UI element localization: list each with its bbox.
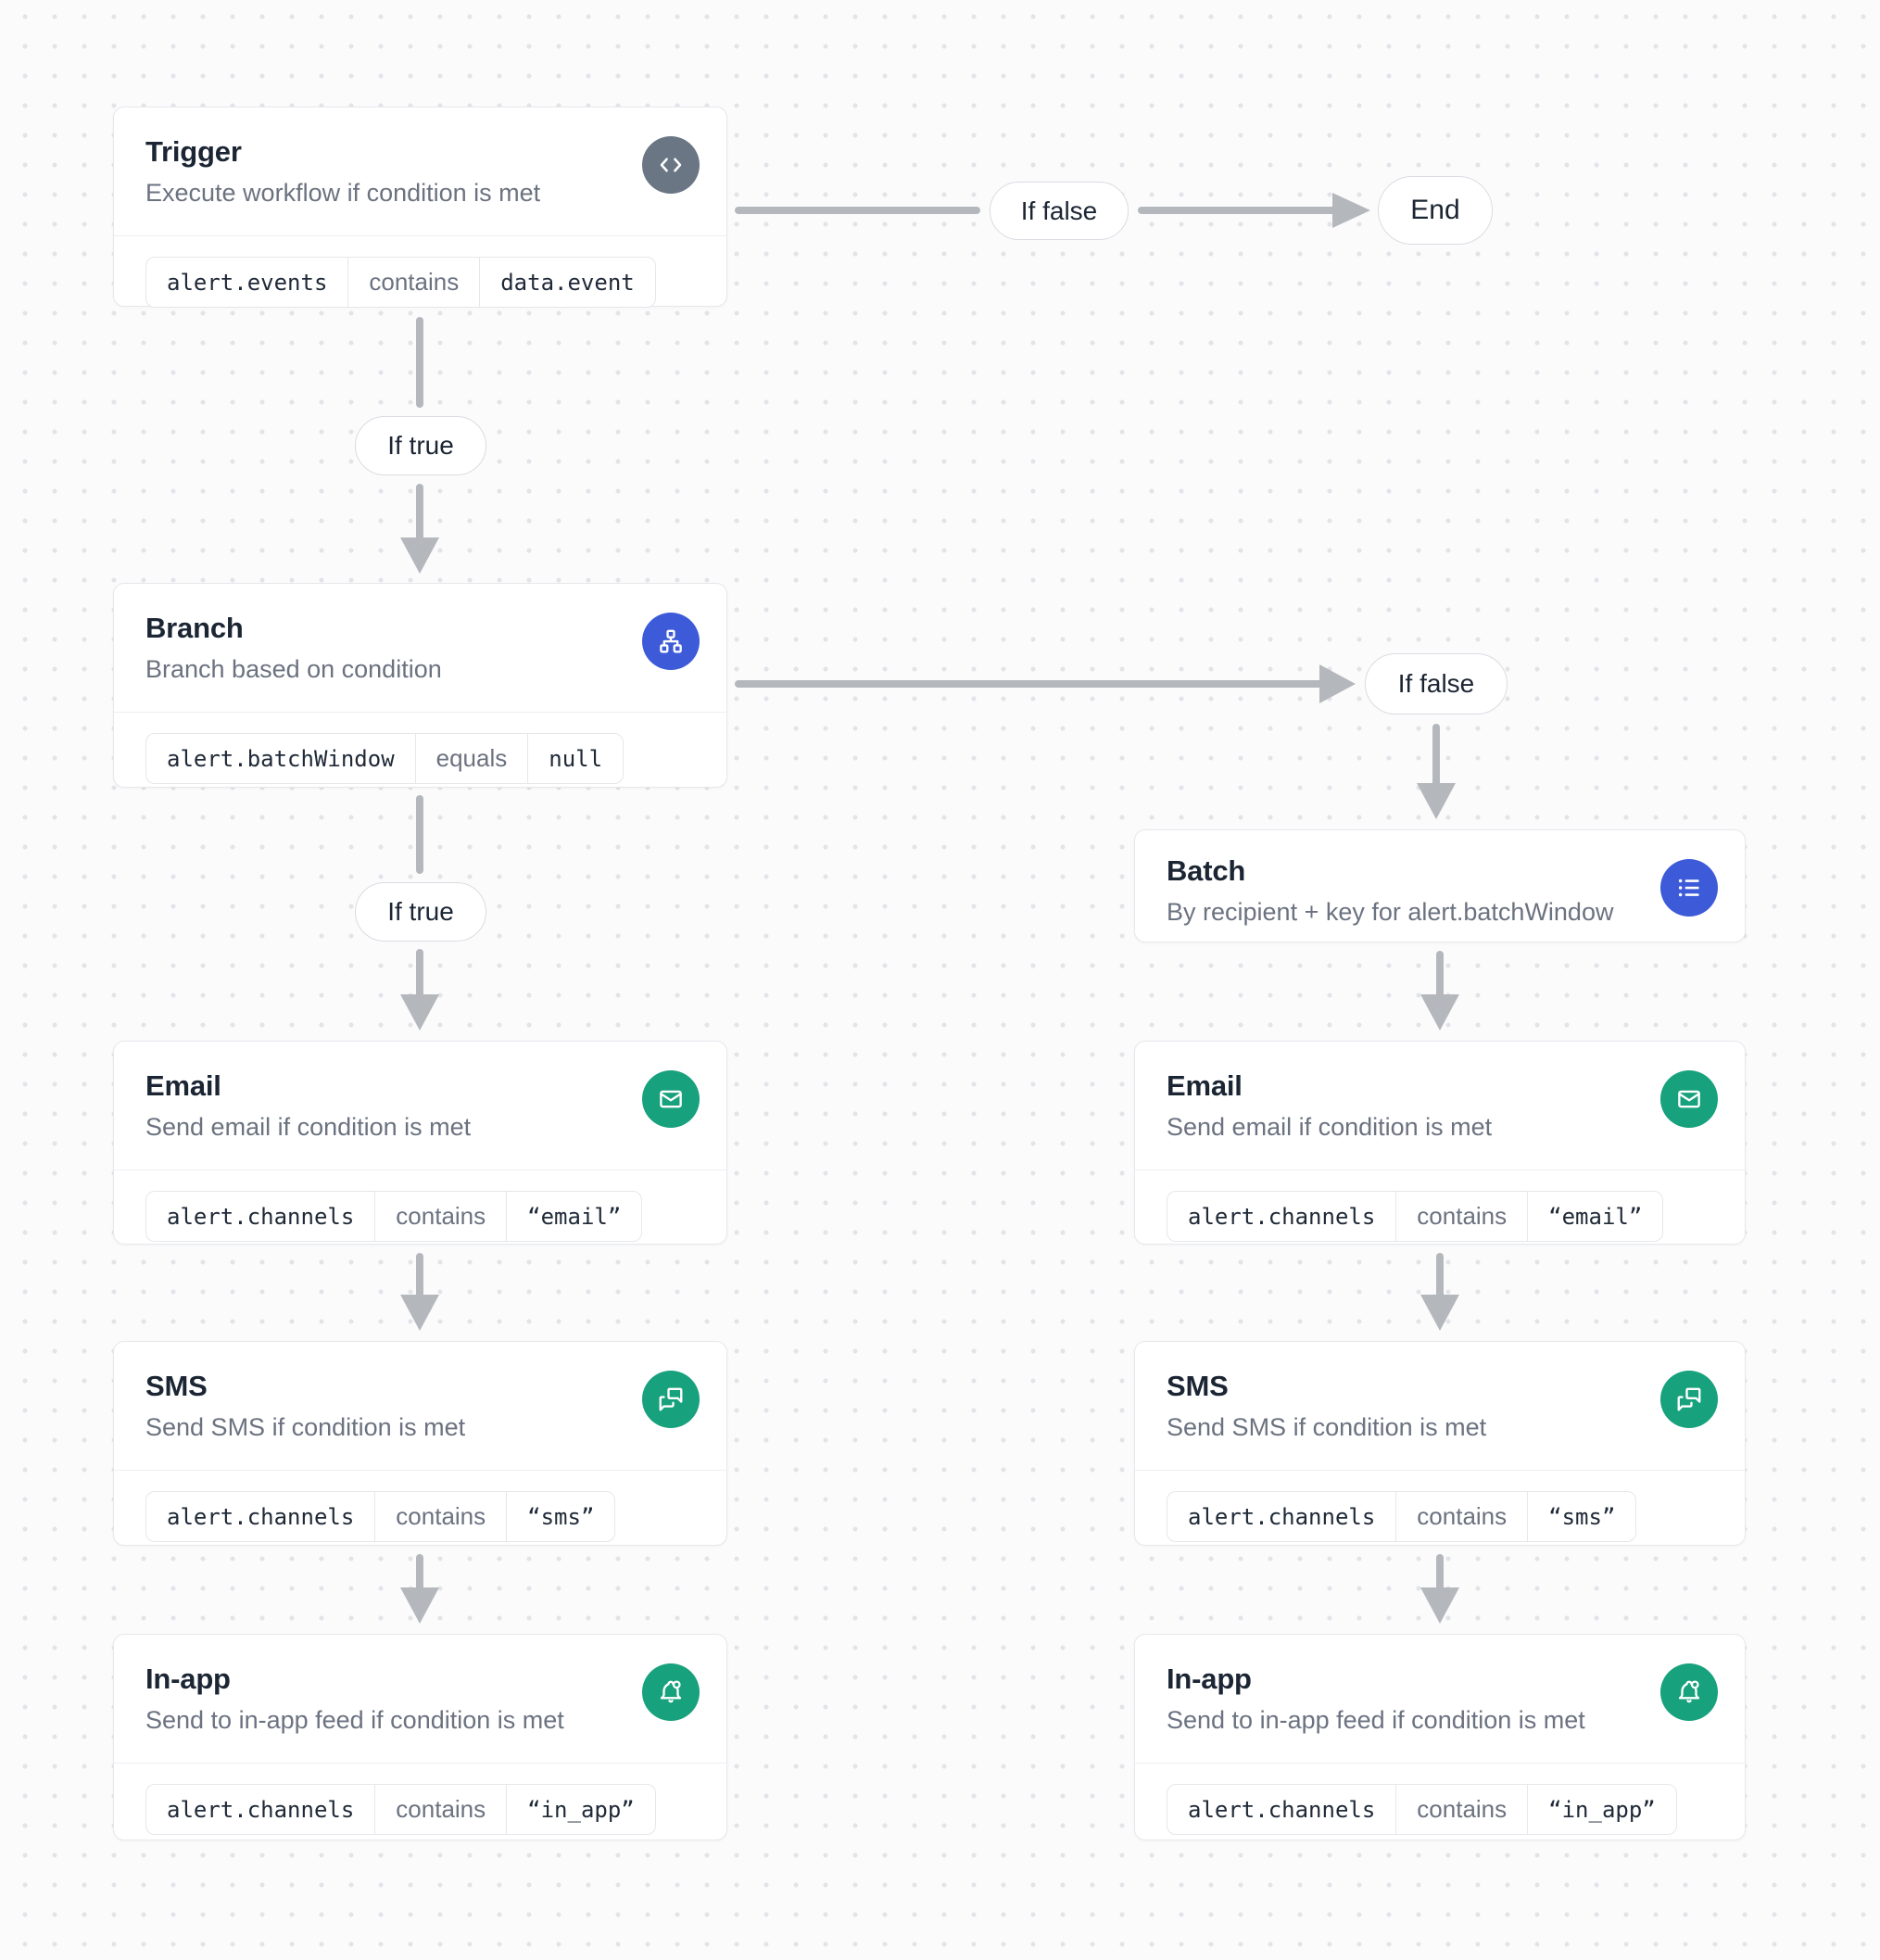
- node-trigger[interactable]: Trigger Execute workflow if condition is…: [113, 107, 727, 308]
- condition-value: data.event: [479, 258, 655, 307]
- edge-label-if-false-right: If false: [1365, 653, 1508, 714]
- condition-value: “sms”: [506, 1492, 614, 1541]
- edge-if-true-branch: [400, 484, 439, 574]
- edge-sms-inapp-right: [1420, 1554, 1459, 1624]
- condition-operator: contains: [1395, 1192, 1527, 1241]
- node-subtitle: Send SMS if condition is met: [145, 1413, 466, 1441]
- node-title: SMS: [1167, 1370, 1229, 1402]
- node-title: Branch: [145, 612, 244, 644]
- edge-if-false-end: [1138, 193, 1370, 228]
- bell-icon: [642, 1663, 700, 1721]
- end-label: End: [1410, 195, 1460, 225]
- node-subtitle: Send SMS if condition is met: [1167, 1413, 1487, 1441]
- condition-chip: alert.channels contains “sms”: [145, 1491, 616, 1542]
- condition-field: alert.channels: [167, 1203, 355, 1230]
- node-email-right[interactable]: Email Send email if condition is met ale…: [1134, 1041, 1746, 1245]
- node-title: Email: [1167, 1069, 1243, 1102]
- node-branch[interactable]: Branch Branch based on condition alert.b…: [113, 583, 727, 788]
- condition-operator: contains: [1395, 1785, 1527, 1834]
- node-email-left[interactable]: Email Send email if condition is met ale…: [113, 1041, 727, 1245]
- condition-field: alert.channels: [1188, 1796, 1376, 1823]
- edge-label-text: If false: [1020, 196, 1098, 225]
- condition-field: alert.events: [167, 269, 328, 296]
- condition-operator: contains: [1395, 1492, 1527, 1541]
- node-subtitle: Branch based on condition: [145, 655, 442, 683]
- condition-chip: alert.events contains data.event: [145, 257, 656, 308]
- edge-batch-email: [1420, 951, 1459, 1031]
- node-sms-right[interactable]: SMS Send SMS if condition is met alert.c…: [1134, 1341, 1746, 1546]
- edge-label-if-true-2: If true: [355, 882, 486, 942]
- edge-label-if-true-1: If true: [355, 416, 486, 475]
- edge-email-sms-left: [400, 1253, 439, 1331]
- condition-operator: contains: [374, 1785, 506, 1834]
- node-sms-left[interactable]: SMS Send SMS if condition is met alert.c…: [113, 1341, 727, 1546]
- condition-operator: equals: [414, 734, 528, 783]
- node-inapp-left[interactable]: In-app Send to in-app feed if condition …: [113, 1634, 727, 1840]
- edge-label-text: If false: [1397, 669, 1475, 698]
- edge-label-text: If true: [387, 431, 454, 460]
- node-batch[interactable]: Batch By recipient + key for alert.batch…: [1134, 829, 1746, 942]
- node-subtitle: Send email if condition is met: [1167, 1113, 1493, 1141]
- chat-bubbles-icon: [642, 1371, 700, 1428]
- condition-chip: alert.batchWindow equals null: [145, 733, 625, 784]
- condition-field: alert.batchWindow: [167, 745, 395, 772]
- mail-icon: [1660, 1070, 1718, 1128]
- node-subtitle: Send to in-app feed if condition is met: [145, 1706, 564, 1734]
- condition-value: null: [527, 734, 623, 783]
- sitemap-icon: [642, 613, 700, 670]
- condition-field: alert.channels: [1188, 1203, 1376, 1230]
- condition-chip: alert.channels contains “in_app”: [145, 1784, 656, 1835]
- bell-icon: [1660, 1663, 1718, 1721]
- condition-chip: alert.channels contains “sms”: [1167, 1491, 1637, 1542]
- condition-field: alert.channels: [167, 1503, 355, 1530]
- node-subtitle: Send email if condition is met: [145, 1113, 472, 1141]
- condition-operator: contains: [347, 258, 479, 307]
- node-title: Trigger: [145, 135, 242, 168]
- node-title: In-app: [145, 1663, 231, 1695]
- condition-field: alert.channels: [1188, 1503, 1376, 1530]
- mail-icon: [642, 1070, 700, 1128]
- node-title: In-app: [1167, 1663, 1252, 1695]
- end-node: End: [1378, 176, 1493, 245]
- condition-value: “in_app”: [1527, 1785, 1676, 1834]
- node-subtitle: Execute workflow if condition is met: [145, 179, 541, 207]
- condition-operator: contains: [374, 1192, 506, 1241]
- node-title: Email: [145, 1069, 221, 1102]
- list-icon: [1660, 859, 1718, 917]
- condition-value: “in_app”: [506, 1785, 655, 1834]
- edge-branch-if-false: [735, 664, 1356, 703]
- chat-bubbles-icon: [1660, 1371, 1718, 1428]
- condition-chip: alert.channels contains “in_app”: [1167, 1784, 1677, 1835]
- node-title: Batch: [1167, 854, 1246, 887]
- code-icon: [642, 136, 700, 194]
- condition-value: “email”: [1527, 1192, 1662, 1241]
- condition-chip: alert.channels contains “email”: [145, 1191, 643, 1242]
- edge-if-false-batch: [1417, 724, 1456, 819]
- condition-field: alert.channels: [167, 1796, 355, 1823]
- edge-sms-inapp-left: [400, 1554, 439, 1624]
- node-inapp-right[interactable]: In-app Send to in-app feed if condition …: [1134, 1634, 1746, 1840]
- condition-chip: alert.channels contains “email”: [1167, 1191, 1664, 1242]
- condition-operator: contains: [374, 1492, 506, 1541]
- node-title: SMS: [145, 1370, 208, 1402]
- edge-if-true-email: [400, 949, 439, 1031]
- edge-label-if-false-top: If false: [990, 182, 1129, 240]
- node-subtitle: Send to in-app feed if condition is met: [1167, 1706, 1585, 1734]
- node-subtitle: By recipient + key for alert.batchWindow: [1167, 898, 1614, 926]
- edge-email-sms-right: [1420, 1253, 1459, 1331]
- edge-label-text: If true: [387, 897, 454, 926]
- condition-value: “sms”: [1527, 1492, 1635, 1541]
- condition-value: “email”: [506, 1192, 641, 1241]
